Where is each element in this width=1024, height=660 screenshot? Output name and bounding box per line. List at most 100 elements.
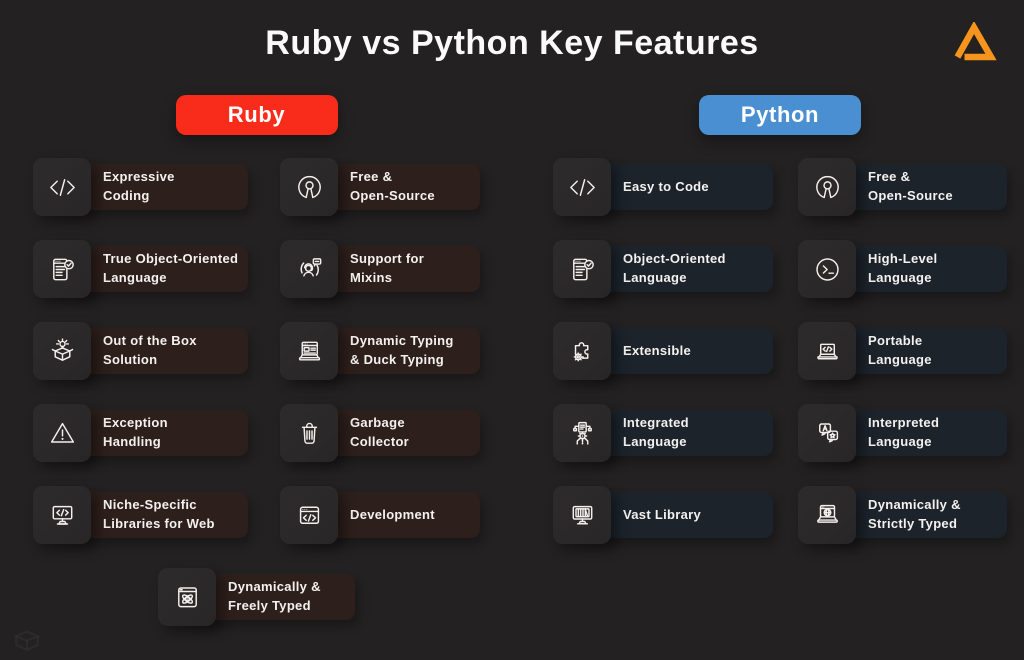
laptop-window-icon <box>294 336 325 367</box>
python-badge: Python <box>699 95 861 135</box>
python-column: Easy to Code Free & Open-Source Object-O… <box>553 158 1007 626</box>
feature-label: Extensible <box>623 342 692 358</box>
feature-label-plate: Expressive Coding <box>63 164 248 210</box>
feature-label-plate: True Object-Oriented Language <box>63 246 248 292</box>
feature-item: Integrated Language <box>553 404 773 462</box>
feature-label: Niche-Specific Libraries for Web <box>103 497 215 531</box>
feature-label-plate: Free & Open-Source <box>828 164 1007 210</box>
feature-item: Dynamic Typing & Duck Typing <box>280 322 480 380</box>
feature-label: High-Level Language <box>868 251 938 285</box>
checklist-document-icon <box>567 254 598 285</box>
checklist-document-icon <box>47 254 78 285</box>
code-icon <box>567 172 598 203</box>
feature-icon-tile <box>798 404 856 462</box>
feature-label: Exception Handling <box>103 415 168 449</box>
warning-icon <box>47 418 78 449</box>
feature-label: Garbage Collector <box>350 415 410 449</box>
feature-item: Vast Library <box>553 486 773 544</box>
decorative-box-icon <box>13 630 41 652</box>
feature-label-plate: Development <box>310 492 480 538</box>
feature-icon-tile <box>798 158 856 216</box>
feature-icon-tile <box>553 404 611 462</box>
feature-icon-tile <box>798 486 856 544</box>
feature-icon-tile <box>33 240 91 298</box>
feature-icon-tile <box>553 240 611 298</box>
triangle-logo-icon <box>950 22 998 62</box>
feature-label: True Object-Oriented Language <box>103 251 239 285</box>
feature-label-plate: High-Level Language <box>828 246 1007 292</box>
feature-label-plate: Garbage Collector <box>310 410 480 456</box>
feature-item: Free & Open-Source <box>280 158 480 216</box>
feature-label-plate: Portable Language <box>828 328 1007 374</box>
terminal-icon <box>812 254 843 285</box>
feature-item: Free & Open-Source <box>798 158 1007 216</box>
feature-icon-tile <box>33 158 91 216</box>
feature-item: Support for Mixins <box>280 240 480 298</box>
translate-icon <box>812 418 843 449</box>
feature-label-plate: Niche-Specific Libraries for Web <box>63 492 248 538</box>
feature-label-plate: Exception Handling <box>63 410 248 456</box>
feature-grid: Expressive Coding Free & Open-Source Tru… <box>33 158 1007 626</box>
feature-item: Dynamically & Freely Typed <box>158 568 355 626</box>
feature-label: Integrated Language <box>623 415 689 449</box>
open-source-icon <box>294 172 325 203</box>
feature-item: High-Level Language <box>798 240 1007 298</box>
feature-label: Object-Oriented Language <box>623 251 726 285</box>
monitor-code-icon <box>47 500 78 531</box>
feature-label-plate: Vast Library <box>583 492 773 538</box>
feature-item: Expressive Coding <box>33 158 248 216</box>
feature-label: Free & Open-Source <box>868 169 953 203</box>
feature-label: Support for Mixins <box>350 251 425 285</box>
feature-label: Portable Language <box>868 333 932 367</box>
feature-icon-tile <box>280 486 338 544</box>
feature-icon-tile <box>798 240 856 298</box>
feature-label-plate: Out of the Box Solution <box>63 328 248 374</box>
feature-icon-tile <box>798 322 856 380</box>
feature-icon-tile <box>33 322 91 380</box>
feature-item: Portable Language <box>798 322 1007 380</box>
feature-label: Vast Library <box>623 506 702 522</box>
feature-label-plate: Object-Oriented Language <box>583 246 773 292</box>
feature-label: Dynamic Typing & Duck Typing <box>350 333 454 367</box>
feature-label: Easy to Code <box>623 178 709 194</box>
feature-label-plate: Free & Open-Source <box>310 164 480 210</box>
page-title: Ruby vs Python Key Features <box>265 24 759 62</box>
feature-item: Easy to Code <box>553 158 773 216</box>
feature-label: Free & Open-Source <box>350 169 435 203</box>
feature-item: Out of the Box Solution <box>33 322 248 380</box>
support-icon <box>294 254 325 285</box>
feature-icon-tile <box>553 486 611 544</box>
feature-icon-tile <box>280 158 338 216</box>
badge-row: Ruby Python <box>33 95 1007 135</box>
feature-item: Object-Oriented Language <box>553 240 773 298</box>
feature-label-plate: Extensible <box>583 328 773 374</box>
feature-icon-tile <box>158 568 216 626</box>
feature-label: Expressive Coding <box>103 169 175 203</box>
library-monitor-icon <box>567 500 598 531</box>
feature-item: Dynamically & Strictly Typed <box>798 486 1007 544</box>
laptop-code-icon <box>812 336 843 367</box>
feature-label-plate: Support for Mixins <box>310 246 480 292</box>
integration-icon <box>567 418 598 449</box>
feature-item: Extensible <box>553 322 773 380</box>
feature-icon-tile <box>33 486 91 544</box>
ruby-column: Expressive Coding Free & Open-Source Tru… <box>33 158 480 626</box>
open-source-icon <box>812 172 843 203</box>
ruby-badge: Ruby <box>175 95 338 135</box>
feature-label: Dynamically & Freely Typed <box>228 579 321 613</box>
feature-label-plate: Dynamic Typing & Duck Typing <box>310 328 480 374</box>
feature-icon-tile <box>33 404 91 462</box>
box-idea-icon <box>47 336 78 367</box>
feature-item: Niche-Specific Libraries for Web <box>33 486 248 544</box>
feature-icon-tile <box>553 158 611 216</box>
feature-label: Interpreted Language <box>868 415 940 449</box>
globe-laptop-icon <box>812 500 843 531</box>
feature-icon-tile <box>280 322 338 380</box>
feature-label: Dynamically & Strictly Typed <box>868 497 961 531</box>
feature-label-plate: Easy to Code <box>583 164 773 210</box>
feature-label: Development <box>350 506 435 522</box>
code-icon <box>47 172 78 203</box>
trash-icon <box>294 418 325 449</box>
browser-code-icon <box>294 500 325 531</box>
